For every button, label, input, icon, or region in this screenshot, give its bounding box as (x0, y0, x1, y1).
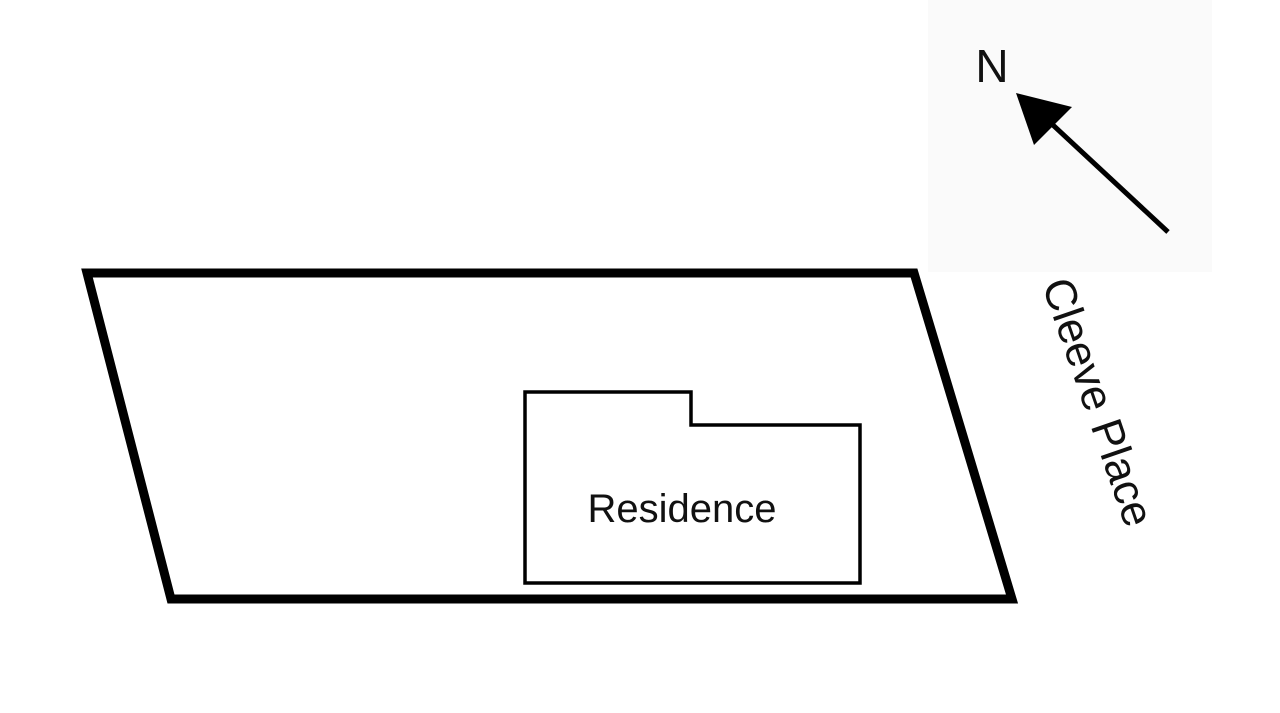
compass-north-label: N (975, 40, 1008, 92)
residence-footprint (523, 390, 862, 585)
compass-panel (928, 0, 1212, 272)
street-label: Cleeve Place (1032, 272, 1163, 533)
north-arrow-icon (1016, 93, 1170, 234)
residence-label: Residence (587, 487, 776, 531)
property-lot-outline (81, 268, 1019, 604)
